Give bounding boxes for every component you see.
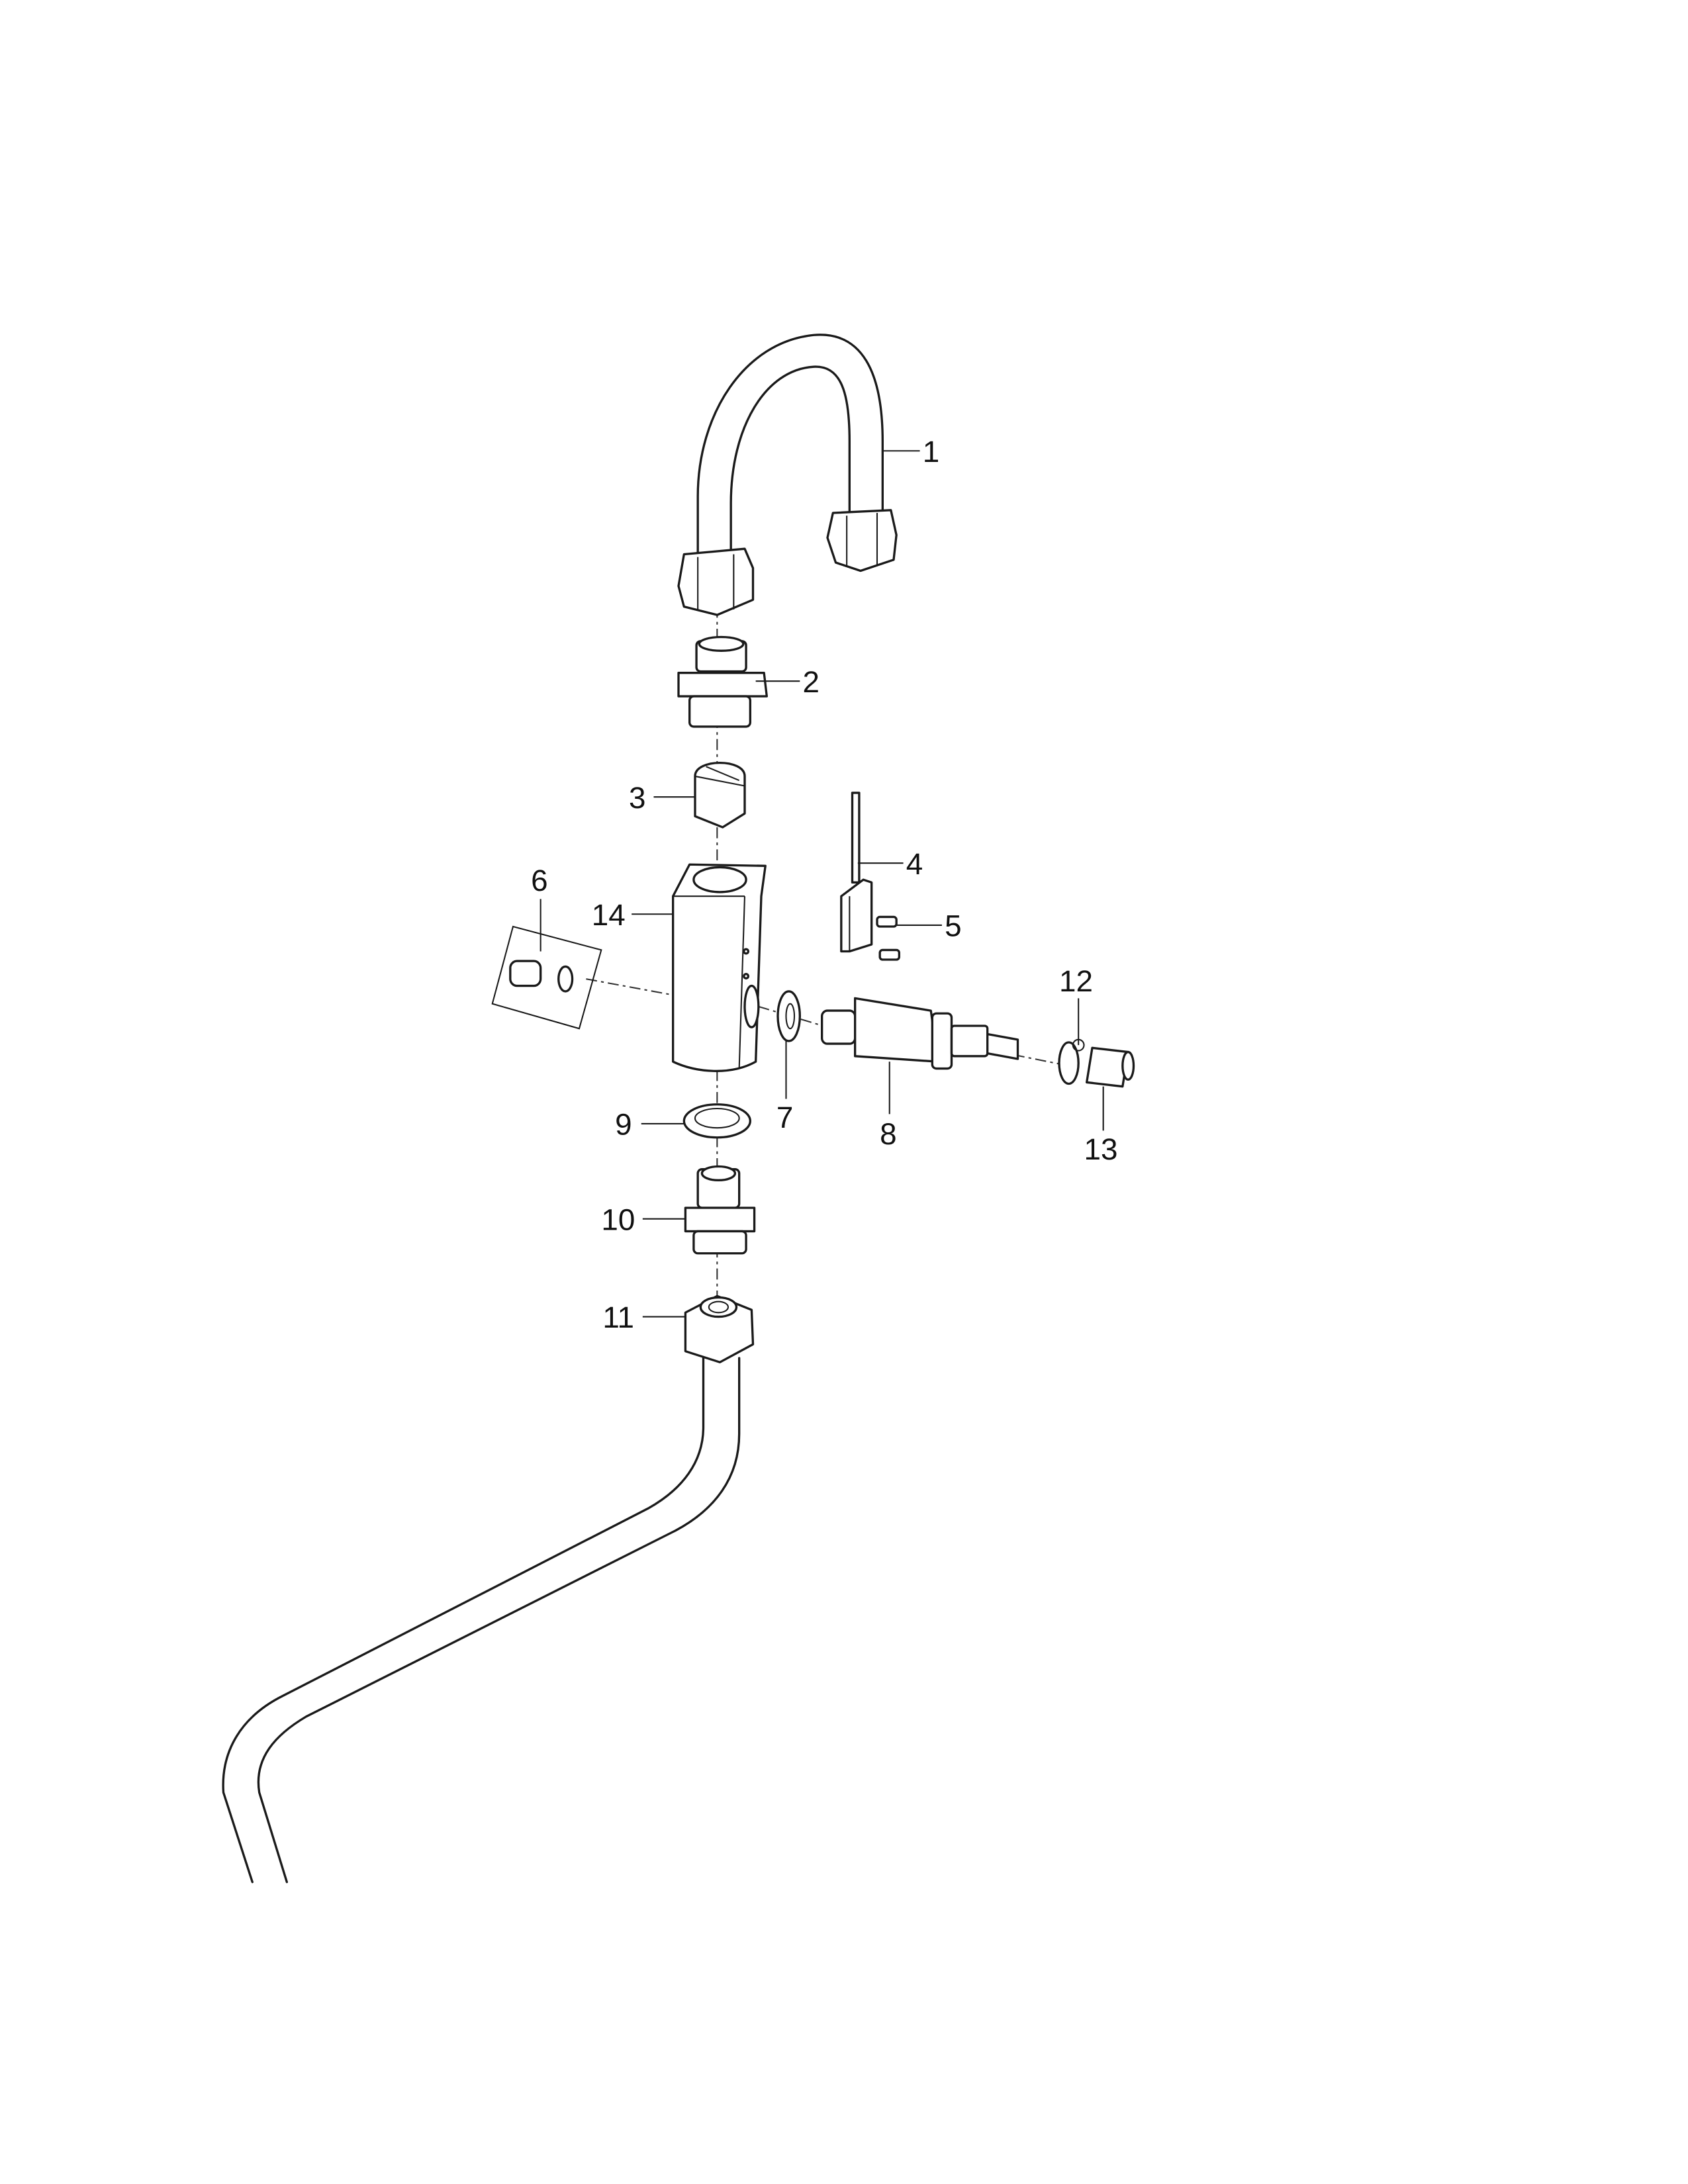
part-8-valve — [821, 997, 1019, 1070]
callout-3: 3 — [629, 781, 646, 815]
assembly-axes — [586, 606, 1062, 1303]
part-10-fitting — [684, 1165, 756, 1255]
part-1-pipe — [677, 334, 898, 616]
callout-9: 9 — [615, 1108, 632, 1142]
callout-1: 1 — [923, 435, 940, 469]
callout-12: 12 — [1059, 964, 1093, 998]
part-5-screws — [876, 915, 900, 961]
callout-8: 8 — [880, 1117, 897, 1151]
callout-4: 4 — [906, 847, 923, 881]
callout-10: 10 — [601, 1203, 635, 1236]
callout-7: 7 — [776, 1101, 794, 1134]
part-3-insert — [694, 761, 746, 829]
part-14-block — [672, 863, 767, 1072]
callout-6: 6 — [531, 864, 548, 897]
part-13-hose — [1086, 1046, 1135, 1088]
part-6-kit — [491, 925, 602, 1030]
leader-lines — [539, 450, 1104, 1318]
part-11-nut-pipe — [222, 1295, 755, 1884]
part-12-clamp — [1058, 1038, 1085, 1085]
callout-13: 13 — [1084, 1132, 1118, 1166]
part-2-fitting — [677, 635, 769, 728]
part-4-sensor — [840, 792, 873, 953]
callout-5: 5 — [945, 909, 961, 943]
callout-11: 11 — [602, 1300, 634, 1334]
part-9-seal — [682, 1103, 752, 1139]
callout-labels: 1 2 3 4 5 6 7 8 9 10 11 12 13 14 — [531, 435, 1117, 1334]
callout-14: 14 — [592, 898, 626, 932]
part-7-washer — [776, 990, 801, 1042]
callout-2: 2 — [803, 665, 820, 699]
